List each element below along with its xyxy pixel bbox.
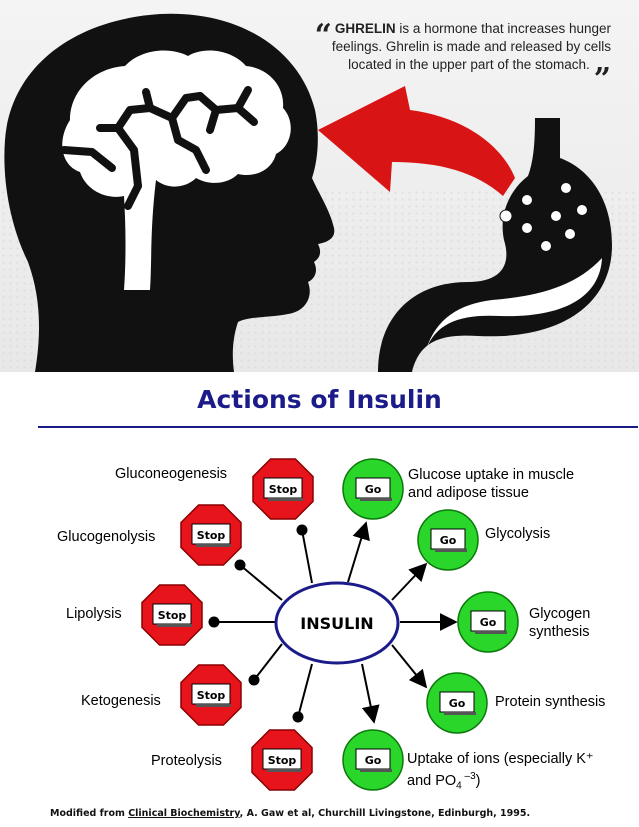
stop-sign-glucogenolysis: Stop xyxy=(180,504,242,566)
label-ions-line2: and PO xyxy=(407,772,457,789)
go-text: Go xyxy=(365,754,382,767)
go-text: Go xyxy=(440,534,457,547)
go-arrows xyxy=(347,521,458,724)
ghrelin-quote: “GHRELIN is a hormone that increases hun… xyxy=(281,18,611,95)
stop-text: Stop xyxy=(269,483,298,496)
credit-prefix: Modified from xyxy=(50,808,129,819)
red-arrow-icon xyxy=(318,86,515,196)
illustration-svg xyxy=(0,0,639,372)
quote-highlight: GHRELIN xyxy=(334,21,396,36)
label-glucogenolysis: Glucogenolysis xyxy=(57,529,156,545)
go-text: Go xyxy=(480,616,497,629)
quote-line1: is a hormone that increases hunger xyxy=(395,21,611,36)
stop-text: Stop xyxy=(268,754,297,767)
quote-line3: located in the upper part of the stomach… xyxy=(348,57,590,72)
credit-suffix: , A. Gaw et al, Churchill Livingstone, E… xyxy=(239,808,531,819)
stop-text: Stop xyxy=(197,529,226,542)
label-ions-close: ) xyxy=(475,772,481,789)
ghrelin-illustration: “GHRELIN is a hormone that increases hun… xyxy=(0,0,639,372)
go-sign-protein-synthesis: Go xyxy=(426,672,488,734)
label-ions-line1: Uptake of ions (especially K⁺ xyxy=(407,751,594,767)
label-glucose-line1: Glucose uptake in muscle xyxy=(408,467,575,483)
diagram-title: Actions of Insulin xyxy=(197,385,442,414)
stop-dots xyxy=(208,524,308,723)
go-sign-glucose-uptake: Go xyxy=(342,458,404,520)
label-glycolysis: Glycolysis xyxy=(485,526,551,542)
ghrelin-dots xyxy=(499,182,588,252)
stomach-lining xyxy=(426,258,602,350)
label-ion-uptake: Uptake of ions (especially K⁺ and PO4 –3… xyxy=(407,750,594,796)
source-credit: Modified from Clinical Biochemistry, A. … xyxy=(50,808,530,819)
stop-text: Stop xyxy=(197,689,226,702)
label-lipolysis: Lipolysis xyxy=(66,606,122,622)
label-glucose-uptake: Glucose uptake in muscle and adipose tis… xyxy=(408,466,574,502)
stop-sign-gluconeogenesis: Stop xyxy=(252,458,314,520)
label-glycogen-line1: Glycogen xyxy=(529,606,591,622)
insulin-label: INSULIN xyxy=(300,614,373,633)
insulin-diagram: INSULIN Stop Stop Stop Stop Stop Go xyxy=(141,458,519,791)
go-sign-glycolysis: Go xyxy=(417,509,479,571)
label-glycogen-synthesis: Glycogen synthesis xyxy=(529,605,590,641)
open-quote-icon: “ xyxy=(314,18,332,53)
brain-folds xyxy=(60,86,258,210)
label-glucose-line2: and adipose tissue xyxy=(408,485,529,501)
label-gluconeogenesis: Gluconeogenesis xyxy=(115,466,228,482)
credit-book: Clinical Biochemistry xyxy=(128,808,240,819)
close-quote-icon: ” xyxy=(593,62,611,97)
stop-connectors xyxy=(214,529,313,718)
go-sign-ion-uptake: Go xyxy=(342,729,404,791)
insulin-ellipse xyxy=(274,581,400,665)
go-sign-glycogen-synthesis: Go xyxy=(457,591,519,653)
stop-sign-lipolysis: Stop xyxy=(141,584,203,646)
label-ketogenesis: Ketogenesis xyxy=(81,693,161,709)
stop-text: Stop xyxy=(158,609,187,622)
stop-sign-ketogenesis: Stop xyxy=(180,664,242,726)
label-proteolysis: Proteolysis xyxy=(151,753,222,769)
label-ions-superscript: –3 xyxy=(461,771,476,782)
go-text: Go xyxy=(365,483,382,496)
label-ions-subscript: 4 xyxy=(456,780,462,792)
go-text: Go xyxy=(449,697,466,710)
stop-sign-proteolysis: Stop xyxy=(251,729,313,791)
label-glycogen-line2: synthesis xyxy=(529,624,590,640)
quote-line2: feelings. Ghrelin is made and released b… xyxy=(331,39,611,54)
title-underline xyxy=(38,426,638,428)
label-protein-synthesis: Protein synthesis xyxy=(495,694,606,710)
